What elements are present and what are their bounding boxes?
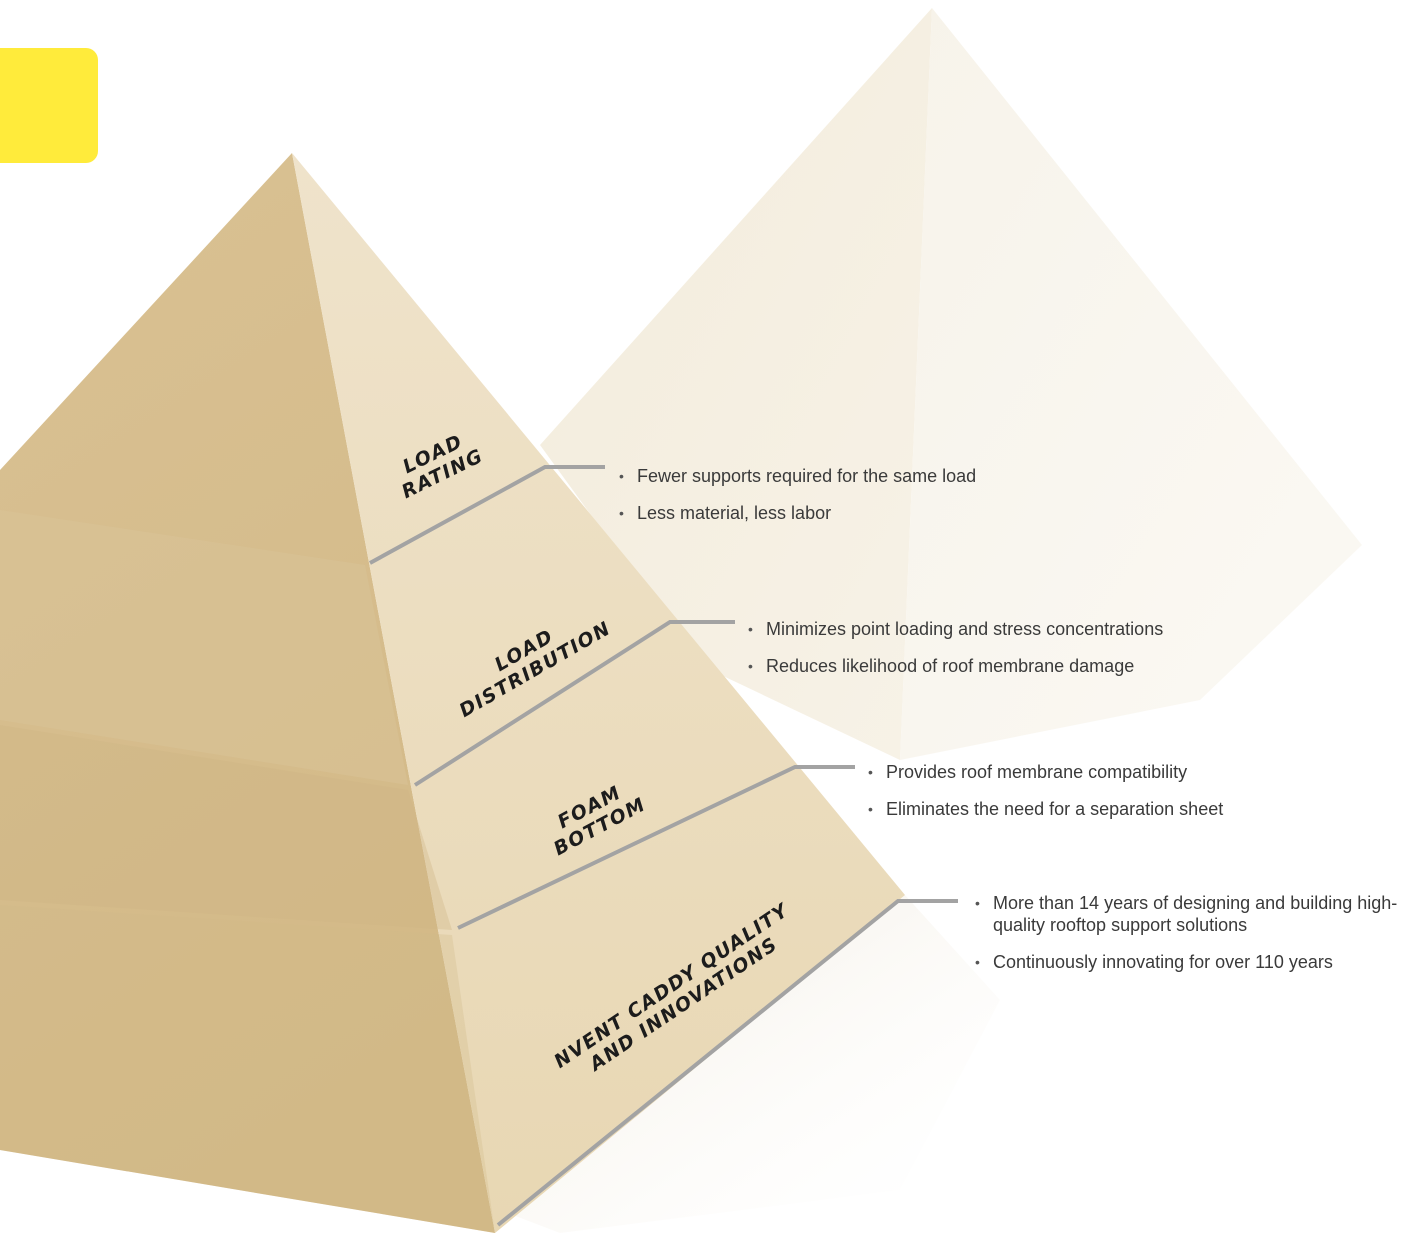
pyramid-shadow [500, 895, 1000, 1233]
tier-lines [369, 465, 958, 1227]
bullet-item: More than 14 years of designing and buil… [973, 892, 1418, 936]
tier-line-4 [496, 899, 958, 1227]
bullet-item: Minimizes point loading and stress conce… [746, 618, 1286, 640]
tier-2-bullets: Minimizes point loading and stress conce… [746, 618, 1286, 692]
left-band-1 [0, 510, 408, 785]
pyramid-right-face [292, 153, 905, 1233]
accent-tab [0, 48, 98, 163]
tier-line-1 [369, 465, 605, 565]
tier-1-bullets: Fewer supports required for the same loa… [617, 465, 1077, 539]
left-band-3 [0, 905, 495, 1233]
tier-line-3 [457, 765, 855, 930]
bullet-item: Continuously innovating for over 110 yea… [973, 951, 1418, 973]
left-band-2 [0, 725, 452, 930]
bullet-item: Less material, less labor [617, 502, 1077, 524]
tier-3-bullets: Provides roof membrane compatibility Eli… [866, 761, 1326, 835]
bullet-item: Reduces likelihood of roof membrane dama… [746, 655, 1286, 677]
background-pyramid-right-face [900, 8, 1362, 760]
bullet-item: Eliminates the need for a separation she… [866, 798, 1326, 820]
tier-line-2 [413, 620, 735, 787]
bullet-item: Fewer supports required for the same loa… [617, 465, 1077, 487]
bullet-item: Provides roof membrane compatibility [866, 761, 1326, 783]
tier-4-bullets: More than 14 years of designing and buil… [973, 892, 1418, 988]
